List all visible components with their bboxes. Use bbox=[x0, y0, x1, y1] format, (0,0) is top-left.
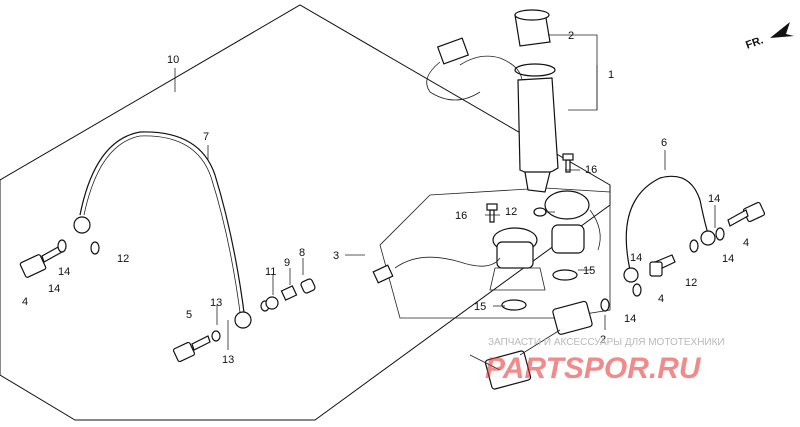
right-bolts bbox=[600, 201, 766, 312]
callout-12-left: 12 bbox=[117, 253, 129, 265]
callout-2-bottom: 2 bbox=[600, 334, 606, 346]
small-parts-8-9-11 bbox=[265, 278, 316, 310]
callout-5: 5 bbox=[186, 309, 192, 321]
part-6-brake-hose bbox=[623, 175, 716, 283]
callout-13-lower: 13 bbox=[222, 354, 234, 366]
callout-4-mid: 4 bbox=[658, 293, 664, 305]
callout-7: 7 bbox=[203, 131, 209, 143]
callout-4-right: 4 bbox=[743, 237, 749, 249]
callout-14-mid-b: 14 bbox=[624, 313, 636, 325]
callout-12-right: 12 bbox=[685, 277, 697, 289]
callout-14-left-a: 14 bbox=[58, 266, 70, 278]
callout-10: 10 bbox=[167, 54, 179, 66]
watermark-brand: PARTSPOR.RU bbox=[485, 352, 702, 385]
assembly-outline-3 bbox=[379, 187, 611, 319]
callout-4-left: 4 bbox=[22, 296, 28, 308]
callout-13-upper: 13 bbox=[210, 297, 222, 309]
front-direction-arrow: FR. bbox=[744, 22, 794, 52]
callout-14-right-a: 14 bbox=[708, 193, 720, 205]
front-arrow-icon bbox=[770, 22, 794, 38]
callout-11: 11 bbox=[265, 266, 276, 278]
part-7-brake-hose bbox=[73, 131, 252, 329]
callout-9: 9 bbox=[284, 257, 290, 269]
assembly-outline-10 bbox=[0, 4, 611, 421]
lower-valve-block bbox=[469, 300, 593, 390]
callout-16-right: 16 bbox=[585, 164, 597, 176]
watermark: ЗАПЧАСТИ И АКСЕССУАРЫ ДЛЯ МОТОТЕХНИКИ PA… bbox=[485, 337, 725, 385]
part-3-modulator bbox=[372, 190, 601, 311]
callout-12-top: 12 bbox=[505, 206, 517, 218]
callout-14-right-b: 14 bbox=[722, 253, 734, 265]
part-2-cap bbox=[514, 9, 551, 47]
callout-14-left-b: 14 bbox=[48, 283, 60, 295]
leader-lines bbox=[174, 34, 716, 350]
left-bolts bbox=[19, 239, 270, 363]
sensor-connector-top bbox=[426, 37, 523, 101]
callout-15-right: 15 bbox=[583, 265, 595, 277]
watermark-tagline: ЗАПЧАСТИ И АКСЕССУАРЫ ДЛЯ МОТОТЕХНИКИ bbox=[488, 337, 725, 348]
callout-8: 8 bbox=[299, 247, 305, 259]
callout-1: 1 bbox=[608, 69, 614, 81]
callout-2-top: 2 bbox=[568, 30, 574, 42]
callout-14-mid-a: 14 bbox=[630, 252, 642, 264]
callout-3: 3 bbox=[333, 250, 339, 262]
part-1-accumulator bbox=[514, 63, 559, 193]
front-direction-label: FR. bbox=[744, 34, 765, 51]
part-12-washer bbox=[533, 207, 547, 217]
callout-15-lower: 15 bbox=[474, 301, 486, 313]
callout-16-left: 16 bbox=[455, 210, 467, 222]
callout-6: 6 bbox=[661, 137, 667, 149]
part-16-screws bbox=[486, 153, 574, 223]
